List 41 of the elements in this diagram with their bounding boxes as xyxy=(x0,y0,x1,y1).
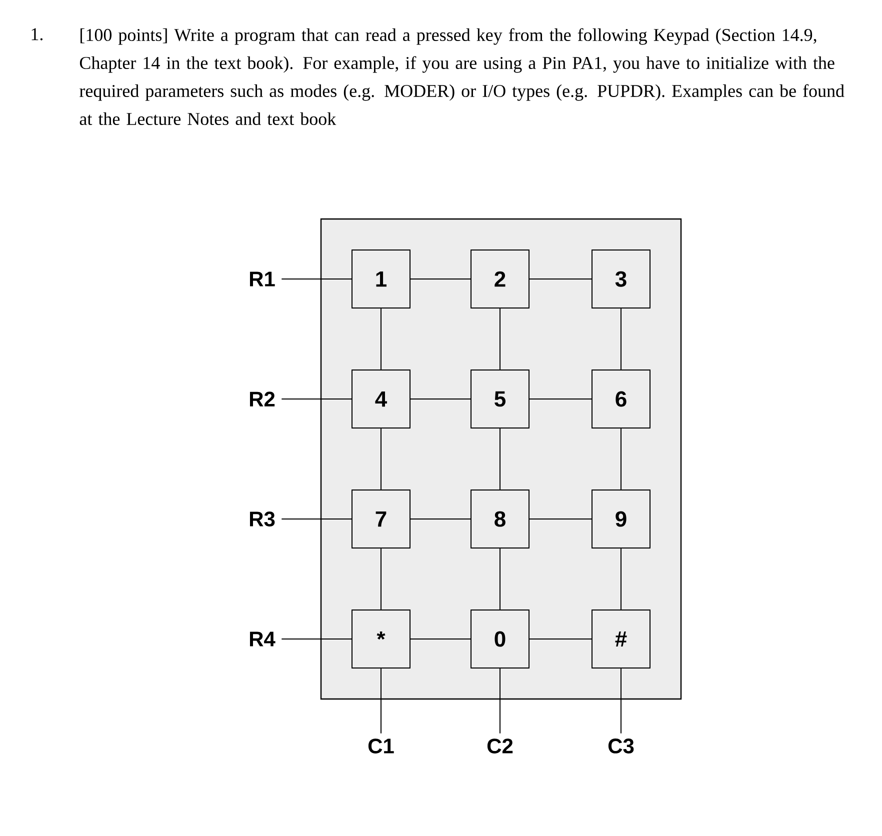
item-number: 1. xyxy=(32,28,43,40)
row-label: R4 xyxy=(250,632,276,646)
row-label: R2 xyxy=(250,392,275,406)
wire xyxy=(380,548,382,610)
wire xyxy=(380,668,382,734)
wire xyxy=(410,518,471,520)
wire xyxy=(380,308,382,370)
wire xyxy=(529,638,592,640)
column-label: C3 xyxy=(608,738,634,754)
wire xyxy=(410,398,471,400)
wire xyxy=(529,518,592,520)
wire xyxy=(281,398,352,400)
wire xyxy=(529,278,592,280)
wire xyxy=(620,548,622,610)
key: 9 xyxy=(592,490,650,548)
column-label: C1 xyxy=(368,738,394,754)
key: 3 xyxy=(592,250,650,308)
row-label: R1 xyxy=(250,272,275,286)
wire xyxy=(620,308,622,370)
row-label: R3 xyxy=(250,512,275,526)
wire xyxy=(281,278,352,280)
key: 0 xyxy=(470,610,530,668)
wire xyxy=(281,518,352,520)
key: 5 xyxy=(470,370,530,428)
key: 1 xyxy=(352,250,410,308)
key: # xyxy=(592,610,650,668)
wire xyxy=(529,398,592,400)
wire xyxy=(620,668,622,734)
key: 7 xyxy=(352,490,410,548)
wire xyxy=(410,278,471,280)
key: 8 xyxy=(470,490,530,548)
key: * xyxy=(352,610,410,668)
wire xyxy=(380,428,382,490)
wire xyxy=(281,638,352,640)
key: 2 xyxy=(470,250,530,308)
key: 6 xyxy=(592,370,650,428)
column-label: C2 xyxy=(487,738,513,754)
question-text: [100 points] Write a program that can read a pressed key from the following Keypad (Section 14.9, Chapter 14 in the text book). For example, if you are using a Pin PA1, you have to initialize with the required parameters such as modes (e.g. MODER) or I/O types (e.g. PUPDR). Examples can be found at the Lecture Notes and text book xyxy=(80,28,844,126)
wire xyxy=(620,428,622,490)
key: 4 xyxy=(352,370,410,428)
wire xyxy=(410,638,471,640)
